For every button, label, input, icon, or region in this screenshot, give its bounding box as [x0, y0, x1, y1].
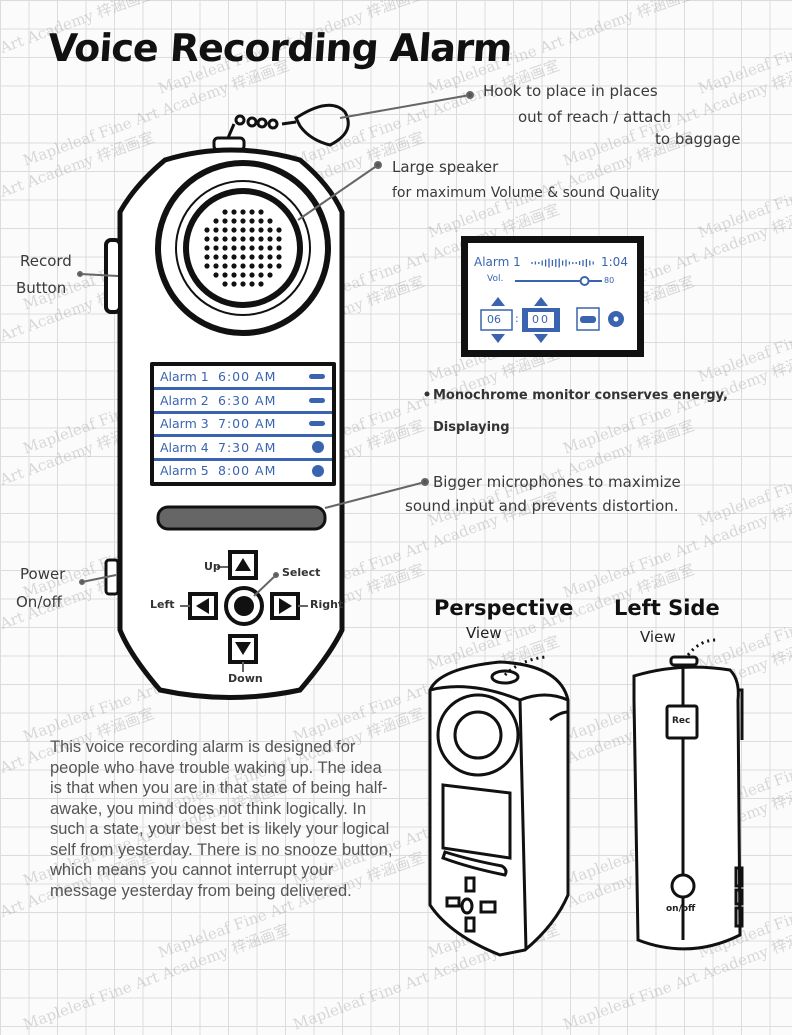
monitor-annotation: Monochrome monitor conserves energy, Dis…	[433, 388, 728, 435]
detail-alarm-label: Alarm 1	[474, 255, 521, 269]
alarm-name: Alarm 2	[160, 392, 209, 408]
minute-field[interactable]: 00	[532, 313, 550, 326]
alarm-on-indicator-icon[interactable]	[312, 464, 324, 477]
volume-label: Vol.	[487, 274, 504, 284]
alarm-name: Alarm 1	[160, 369, 209, 384]
hour-up-icon	[491, 297, 505, 306]
hook-icon	[212, 103, 350, 152]
alarm-off-indicator-icon[interactable]	[309, 374, 325, 379]
perspective-view-drawing	[428, 655, 570, 957]
volume-value: 80	[604, 276, 615, 285]
alarm-time: 8:00 AM	[218, 463, 277, 478]
record-button-annotation: Record Button	[16, 252, 72, 297]
hour-field[interactable]: 06	[487, 313, 501, 326]
alarm-row[interactable]: Alarm 1 6:00 AM	[154, 366, 332, 390]
left-side-view-title: Left Side	[614, 596, 720, 620]
minute-up-icon	[534, 297, 548, 306]
waveform-icon	[531, 258, 594, 268]
left-side-view-drawing	[632, 638, 744, 951]
left-label: Left	[150, 598, 175, 611]
perspective-view-title: Perspective	[434, 596, 574, 620]
detail-duration: 1:04	[601, 255, 628, 269]
alarm-row[interactable]: Alarm 3 7:00 AM	[154, 413, 332, 437]
alarm-row[interactable]: Alarm 5 8:00 AM	[154, 460, 332, 481]
perspective-view-subtitle: View	[466, 624, 502, 642]
right-label: Right	[310, 598, 344, 611]
up-label: Up	[204, 560, 221, 573]
microphone-slot	[156, 505, 327, 531]
alarm-off-indicator-icon[interactable]	[309, 421, 325, 426]
volume-slider-knob	[579, 276, 590, 286]
time-separator: :	[515, 312, 519, 325]
up-button	[228, 550, 258, 580]
alarm-name: Alarm 4	[160, 439, 209, 455]
alarm-time: 6:00 AM	[218, 369, 277, 384]
alarm-name: Alarm 5	[160, 463, 209, 478]
hour-down-icon	[491, 334, 505, 343]
alarm-row[interactable]: Alarm 2 6:30 AM	[154, 390, 332, 414]
speaker-grille	[204, 209, 282, 287]
rec-label: Rec	[672, 716, 691, 726]
down-label: Down	[228, 672, 263, 685]
microphone-annotation: Bigger microphones to maximize sound inp…	[405, 473, 681, 515]
alarm-on-indicator-icon[interactable]	[312, 441, 324, 453]
alarm-time: 7:30 AM	[218, 439, 277, 455]
alarm-time: 7:00 AM	[218, 416, 277, 431]
description-paragraph: This voice recording alarm is designed f…	[50, 738, 393, 900]
minute-down-icon	[534, 334, 548, 343]
alarm-time: 6:30 AM	[218, 392, 277, 408]
onoff-label: on/off	[666, 904, 696, 914]
alarm-off-indicator-icon[interactable]	[309, 397, 325, 403]
select-label: Select	[282, 566, 321, 579]
hook-annotation: Hook to place in places out of reach / a…	[483, 82, 741, 148]
alarm-row[interactable]: Alarm 4 7:30 AM	[154, 437, 332, 461]
alarm-name: Alarm 3	[160, 416, 209, 431]
power-annotation: Power On/off	[16, 565, 66, 611]
speaker-annotation: Large speaker for maximum Volume & sound…	[392, 158, 660, 201]
alarm-list-screen: Alarm 1 6:00 AM Alarm 2 6:30 AM Alarm 3 7:00 …	[154, 366, 332, 482]
left-side-view-subtitle: View	[640, 628, 676, 646]
